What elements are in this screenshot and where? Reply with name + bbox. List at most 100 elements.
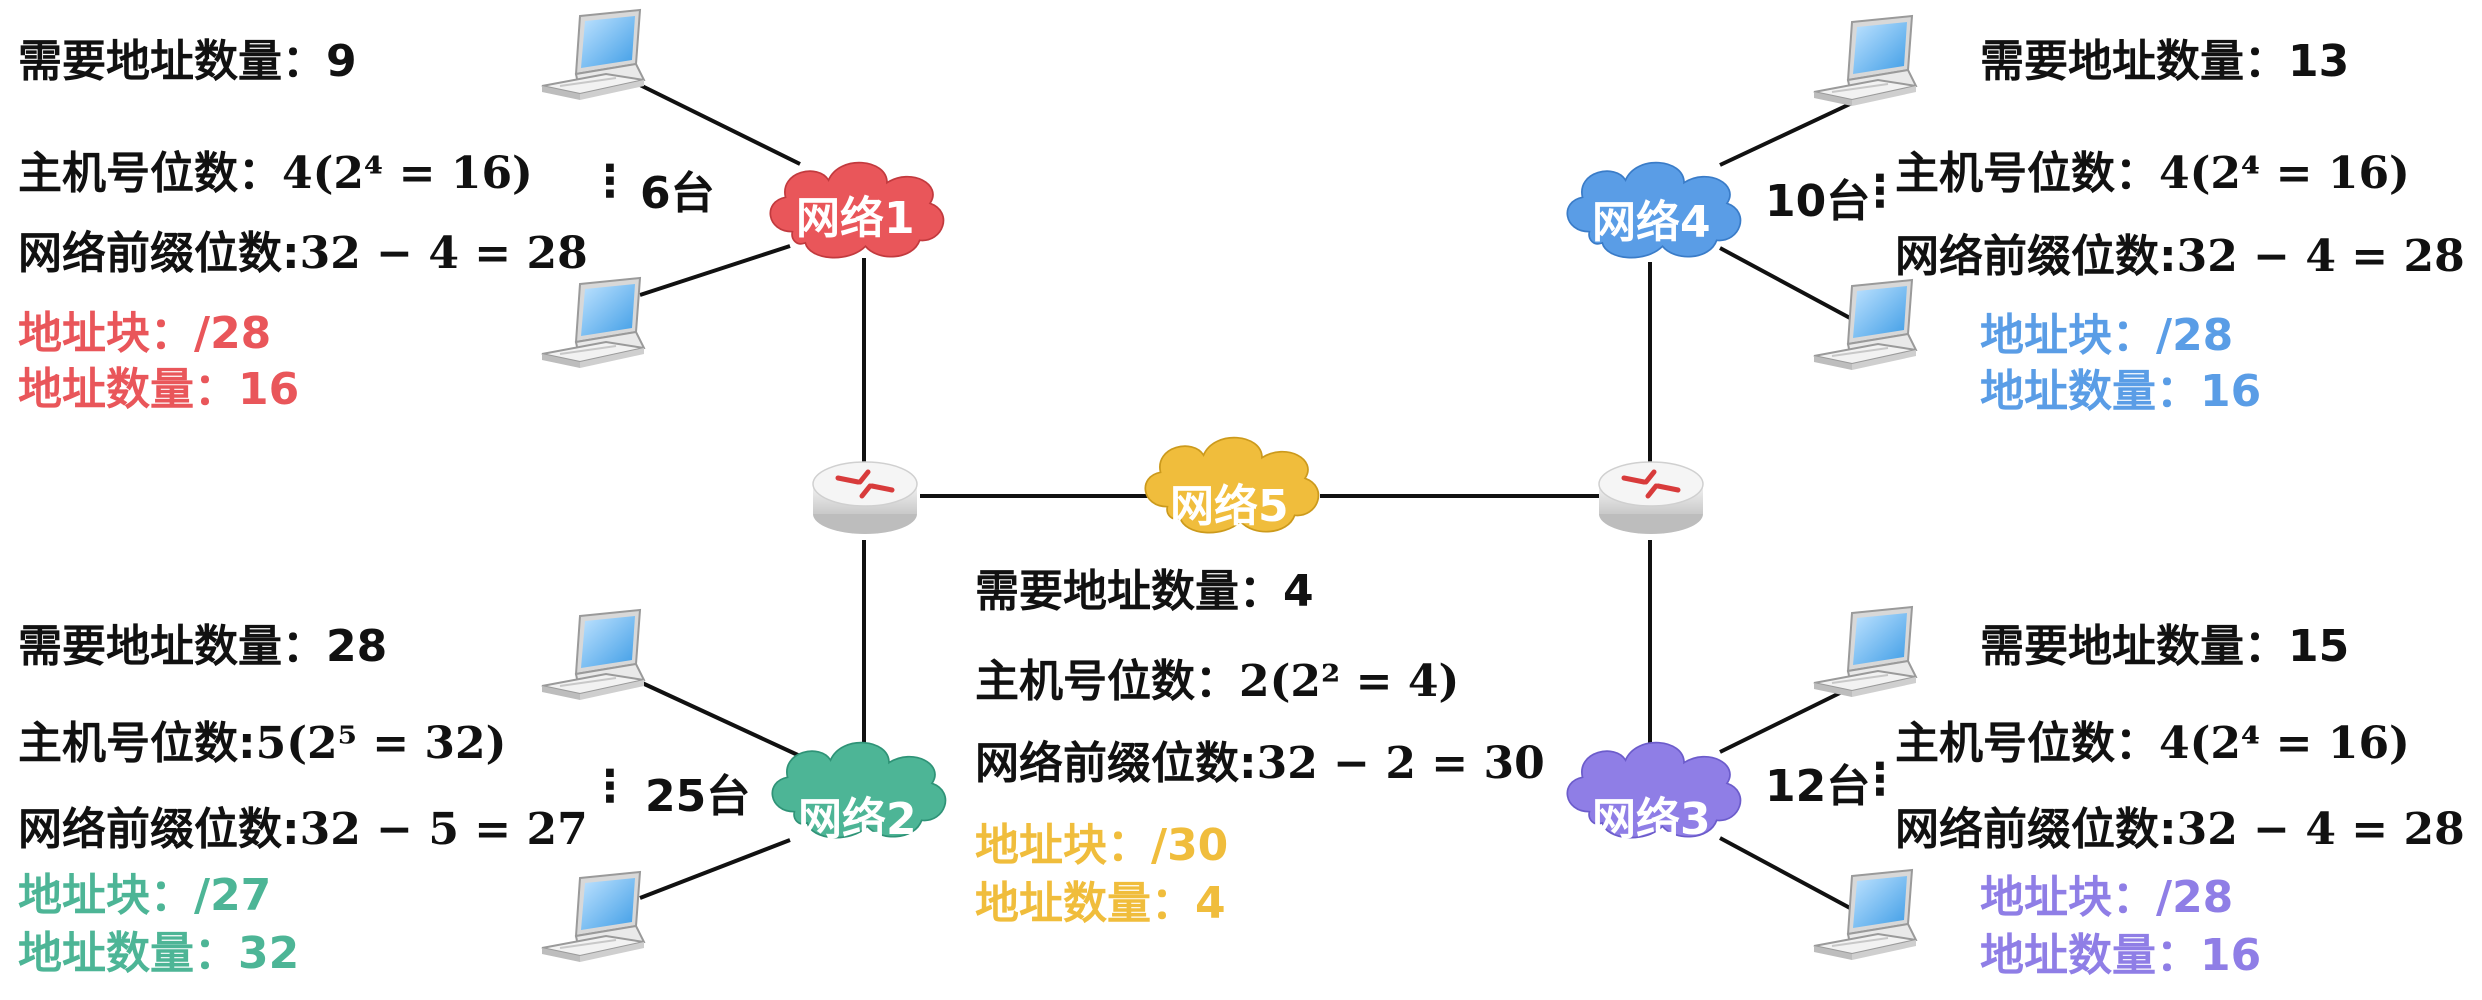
net3-count-label: 地址数量： [1980, 930, 2200, 981]
net4-laptop-top-icon [1813, 15, 1917, 107]
net3-block-row: 地址块：/28 [1980, 876, 2233, 920]
net4-block-value: /28 [2156, 310, 2234, 361]
net3-dots: ⋮ [1858, 754, 1902, 805]
net4-hosts: 10台 [1765, 176, 1871, 227]
network5-label: 网络5 [1170, 481, 1289, 532]
net1-count-label: 地址数量： [18, 364, 238, 415]
net4-count-value: 16 [2200, 366, 2262, 417]
net2-hostbits-label: 主机号位数: [18, 718, 256, 769]
net2-laptop-bottom-icon [541, 871, 645, 963]
net3-hostbits-row: 主机号位数：4(2⁴ = 16) [1895, 722, 2410, 766]
net2-count-value: 32 [238, 928, 300, 979]
net2-need-label: 需要地址数量： [18, 621, 326, 672]
router-left-icon [813, 462, 917, 534]
link-net4-host-top [1719, 102, 1851, 167]
net5-count-label: 地址数量： [975, 878, 1195, 929]
net2-hostbits-expr: 5(2⁵ = 32) [255, 718, 507, 769]
net4-prefix-row: 网络前缀位数:32 − 4 = 28 [1895, 235, 2465, 279]
net3-prefix-expr: 32 − 4 = 28 [2176, 804, 2465, 855]
network4-label: 网络4 [1592, 197, 1711, 248]
net5-need-label: 需要地址数量： [975, 566, 1283, 617]
net1-laptop-top-icon [541, 9, 645, 101]
net4-hostbits-row: 主机号位数：4(2⁴ = 16) [1895, 152, 2410, 196]
net5-prefix-label: 网络前缀位数: [975, 738, 1257, 789]
net2-block-label: 地址块： [18, 870, 194, 921]
net1-block-value: /28 [194, 308, 272, 359]
net5-count-value: 4 [1195, 878, 1226, 929]
net2-need-value: 28 [326, 621, 388, 672]
net3-prefix-label: 网络前缀位数: [1895, 804, 2177, 855]
net4-need-value: 13 [2288, 36, 2350, 87]
net1-block-label: 地址块： [18, 308, 194, 359]
net5-need-row: 需要地址数量：4 [975, 570, 1314, 614]
net5-hostbits-label: 主机号位数： [975, 656, 1239, 707]
net1-hostbits-expr: 4(2⁴ = 16) [282, 148, 533, 199]
net1-need-row: 需要地址数量：9 [18, 40, 357, 84]
net1-count-value: 16 [238, 364, 300, 415]
net2-prefix-row: 网络前缀位数:32 − 5 = 27 [18, 808, 588, 852]
net5-hostbits-row: 主机号位数：2(2² = 4) [975, 660, 1459, 704]
net5-block-row: 地址块：/30 [975, 824, 1228, 868]
net4-prefix-expr: 32 − 4 = 28 [2176, 231, 2465, 282]
net3-hostbits-label: 主机号位数： [1895, 718, 2159, 769]
net2-count-row: 地址数量：32 [18, 932, 299, 976]
link-net1-host-top [639, 83, 801, 166]
net5-prefix-expr: 32 − 2 = 30 [1256, 738, 1545, 789]
net1-need-label: 需要地址数量： [18, 36, 326, 87]
net3-need-value: 15 [2288, 621, 2350, 672]
net4-laptop-bottom-icon [1813, 279, 1917, 371]
link-net3-host-bottom [1719, 836, 1851, 910]
net5-block-label: 地址块： [975, 820, 1151, 871]
net2-count-label: 地址数量： [18, 928, 238, 979]
net2-prefix-label: 网络前缀位数: [18, 804, 300, 855]
net1-prefix-label: 网络前缀位数: [18, 228, 300, 279]
net3-count-row: 地址数量：16 [1980, 934, 2261, 978]
net4-count-label: 地址数量： [1980, 366, 2200, 417]
net3-laptop-top-icon [1813, 606, 1917, 698]
net2-need-row: 需要地址数量：28 [18, 625, 387, 669]
net3-prefix-row: 网络前缀位数:32 − 4 = 28 [1895, 808, 2465, 852]
net3-count-value: 16 [2200, 930, 2262, 981]
net5-hostbits-expr: 2(2² = 4) [1239, 656, 1460, 707]
net3-laptop-bottom-icon [1813, 869, 1917, 961]
net5-block-value: /30 [1151, 820, 1229, 871]
net5-prefix-row: 网络前缀位数:32 − 2 = 30 [975, 742, 1545, 786]
net1-hostbits-row: 主机号位数：4(2⁴ = 16) [18, 152, 533, 196]
net3-need-label: 需要地址数量： [1980, 621, 2288, 672]
net3-need-row: 需要地址数量：15 [1980, 625, 2349, 669]
net4-need-row: 需要地址数量：13 [1980, 40, 2349, 84]
net2-block-row: 地址块：/27 [18, 874, 271, 918]
net3-block-label: 地址块： [1980, 872, 2156, 923]
net4-hostbits-expr: 4(2⁴ = 16) [2159, 148, 2410, 199]
net2-dots: ⋮ [588, 761, 632, 812]
net4-need-label: 需要地址数量： [1980, 36, 2288, 87]
net2-hostbits-row: 主机号位数:5(2⁵ = 32) [18, 722, 506, 766]
network2-label: 网络2 [798, 794, 917, 845]
link-net2-host-top [639, 680, 801, 758]
net3-hostbits-expr: 4(2⁴ = 16) [2159, 718, 2410, 769]
net1-count-row: 地址数量：16 [18, 368, 299, 412]
net1-block-row: 地址块：/28 [18, 312, 271, 356]
net5-need-value: 4 [1283, 566, 1314, 617]
net4-block-label: 地址块： [1980, 310, 2156, 361]
net4-block-row: 地址块：/28 [1980, 314, 2233, 358]
net5-count-row: 地址数量：4 [975, 882, 1226, 926]
link-net2-host-bottom [639, 838, 791, 900]
net1-hostbits-label: 主机号位数： [18, 148, 282, 199]
net1-laptop-bottom-icon [541, 277, 645, 369]
links [639, 83, 1851, 910]
link-net3-host-top [1719, 686, 1851, 754]
net2-hosts: 25台 [645, 771, 751, 822]
router-right-icon [1599, 462, 1703, 534]
net2-prefix-expr: 32 − 5 = 27 [299, 804, 588, 855]
net1-hosts: 6台 [640, 168, 715, 219]
net4-count-row: 地址数量：16 [1980, 370, 2261, 414]
network1-label: 网络1 [796, 193, 915, 244]
net3-hosts: 12台 [1765, 761, 1871, 812]
network3-label: 网络3 [1592, 794, 1711, 845]
net2-block-value: /27 [194, 870, 272, 921]
link-net1-host-bottom [639, 244, 791, 297]
net4-hostbits-label: 主机号位数： [1895, 148, 2159, 199]
net1-need-value: 9 [326, 36, 357, 87]
